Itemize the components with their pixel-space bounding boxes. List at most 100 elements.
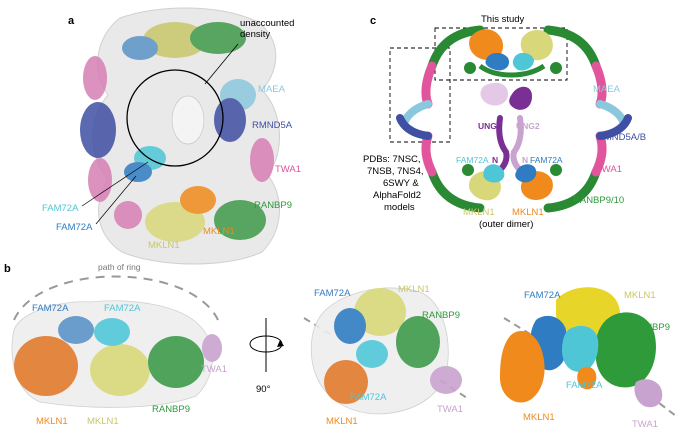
maea-right-shape bbox=[596, 100, 628, 128]
middle-ribbon-orange bbox=[324, 360, 368, 404]
top-dimer bbox=[464, 29, 562, 78]
bottom-green-knob-left bbox=[462, 164, 474, 176]
pdb-dashed-box bbox=[389, 47, 451, 143]
ung2-light-chain bbox=[510, 115, 524, 173]
label-this-study: This study bbox=[481, 14, 525, 25]
twa1-segment-bottom-left bbox=[421, 131, 437, 177]
path-of-ring-arc bbox=[13, 275, 219, 321]
label-c-ung2-dark: UNG2 bbox=[478, 121, 502, 131]
label-b-left-twa1: TWA1 bbox=[201, 364, 227, 375]
middle-ribbon-pink bbox=[430, 366, 462, 394]
label-mkln1-yellow: MKLN1 bbox=[148, 240, 180, 251]
maea-left-shape bbox=[400, 100, 432, 128]
rmnd5a-right-shape bbox=[596, 114, 632, 140]
ribbon-bottom-orange bbox=[180, 186, 216, 214]
ribbon-right-blue bbox=[214, 98, 246, 142]
ribbon-right-pink bbox=[250, 138, 274, 182]
label-c-n-dark: N bbox=[492, 155, 498, 165]
middle-ribbon-blue bbox=[334, 308, 366, 344]
label-c-ranbp9: RANBP9/10 bbox=[573, 195, 624, 206]
panel-b-letter: b bbox=[4, 263, 11, 275]
bottom-fam72a-cyan bbox=[483, 164, 505, 183]
bottom-dimer bbox=[462, 115, 562, 201]
label-b-right-fam72a-blue: FAM72A bbox=[524, 290, 561, 301]
label-b-right-fam72a-cyan: FAM72A bbox=[566, 380, 603, 391]
fam72a-blue-leader bbox=[95, 175, 137, 225]
left-ribbon-yellow bbox=[90, 344, 150, 396]
label-c-fam72a-left: FAM72A bbox=[456, 155, 489, 165]
ribbon-top-blue bbox=[122, 36, 158, 60]
ring-arc-top-left bbox=[427, 25, 485, 71]
this-study-dashed-box bbox=[434, 27, 568, 81]
ring-ribbon-model bbox=[80, 22, 274, 242]
panel-c: c This study bbox=[363, 14, 646, 230]
ring-arc-bottom-left bbox=[427, 167, 485, 213]
ribbon-left-blue bbox=[80, 102, 116, 158]
label-c-mkln1-left: MKLN1 bbox=[463, 207, 495, 218]
ung2-dark-chain bbox=[496, 115, 510, 173]
label-unaccounted-density: unaccounted density bbox=[240, 18, 297, 40]
label-b-right-twa1: TWA1 bbox=[632, 419, 658, 430]
left-ribbon-cyan bbox=[94, 318, 130, 346]
unaccounted-density-leader bbox=[204, 43, 239, 85]
middle-ribbon-yellow bbox=[354, 288, 406, 336]
left-ribbon-blue bbox=[58, 316, 94, 344]
panel-b: b path of ring FAM72A FAM72A TWA1 RANBP9… bbox=[4, 262, 677, 430]
label-c-n-light: N bbox=[522, 155, 528, 165]
label-c-maea: MAEA bbox=[593, 84, 621, 95]
right-surface-orange bbox=[500, 331, 545, 403]
right-surface-cyan bbox=[562, 325, 599, 372]
ribbon-bottom-green bbox=[214, 200, 266, 240]
label-b-left-fam72a-2: FAM72A bbox=[104, 303, 141, 314]
label-b-mid-fam72a-blue: FAM72A bbox=[314, 288, 351, 299]
panel-c-letter: c bbox=[370, 15, 376, 27]
bottom-green-knob-right bbox=[550, 164, 562, 176]
panel-a: a unaccounted density bbox=[42, 7, 301, 265]
label-c-outer-dimer: (outer dimer) bbox=[479, 219, 533, 230]
ribbon-top-yellow bbox=[143, 22, 207, 58]
label-b-right-mkln1-orange: MKLN1 bbox=[523, 412, 555, 423]
ribbon-left-pink bbox=[83, 56, 107, 100]
left-ribbon-model bbox=[11, 300, 222, 408]
left-ribbon-orange bbox=[14, 336, 78, 396]
label-fam72a-cyan: FAM72A bbox=[42, 203, 79, 214]
label-b-mid-mkln1-yellow: MKLN1 bbox=[398, 284, 430, 295]
unaccounted-density-circle bbox=[126, 69, 224, 167]
ribbon-left-pink-2 bbox=[88, 158, 112, 202]
right-surface-pink bbox=[634, 379, 663, 408]
top-green-knob-left bbox=[464, 62, 476, 74]
middle-ribbon-cyan bbox=[356, 340, 388, 368]
label-c-fam72a-right: FAM72A bbox=[530, 155, 563, 165]
label-fam72a-blue: FAM72A bbox=[56, 222, 93, 233]
label-b-left-mkln1-orange: MKLN1 bbox=[36, 416, 68, 427]
right-surface-orange-small bbox=[577, 366, 597, 390]
rmnd5a-left-shape bbox=[396, 114, 432, 140]
label-b-right-mkln1-yellow: MKLN1 bbox=[624, 290, 656, 301]
top-green-knob-right bbox=[550, 62, 562, 74]
rotation-arrowhead bbox=[277, 340, 284, 347]
label-c-mkln1-right: MKLN1 bbox=[512, 207, 544, 218]
top-connector bbox=[478, 63, 546, 78]
ring-arc-bottom-right bbox=[543, 167, 601, 213]
label-c-twa1: TWA1 bbox=[596, 164, 622, 175]
label-c-ung2-light: UNG2 bbox=[516, 121, 540, 131]
label-ranbp9: RANBP9 bbox=[254, 200, 292, 211]
right-surface-model bbox=[500, 287, 663, 408]
rotation-90-icon bbox=[249, 318, 284, 372]
top-mkln1-yellow bbox=[520, 29, 553, 61]
middle-ribbon-green bbox=[396, 316, 440, 368]
label-maea: MAEA bbox=[258, 84, 286, 95]
label-b-rotation: 90° bbox=[256, 384, 271, 395]
top-mkln1-orange bbox=[469, 29, 504, 60]
top-fam72a-blue bbox=[485, 52, 510, 71]
left-ribbon-green bbox=[148, 336, 204, 388]
label-b-right-ranbp9: RANBP9 bbox=[632, 322, 670, 333]
ribbon-bottom-pink bbox=[114, 201, 142, 229]
top-ung2-light bbox=[480, 82, 508, 106]
label-c-rmnd5a: RMND5A/B bbox=[597, 132, 646, 143]
ring-arc-top-right bbox=[543, 25, 601, 71]
label-b-left-mkln1-yellow: MKLN1 bbox=[87, 416, 119, 427]
central-density bbox=[171, 95, 205, 145]
label-twa1: TWA1 bbox=[275, 164, 301, 175]
